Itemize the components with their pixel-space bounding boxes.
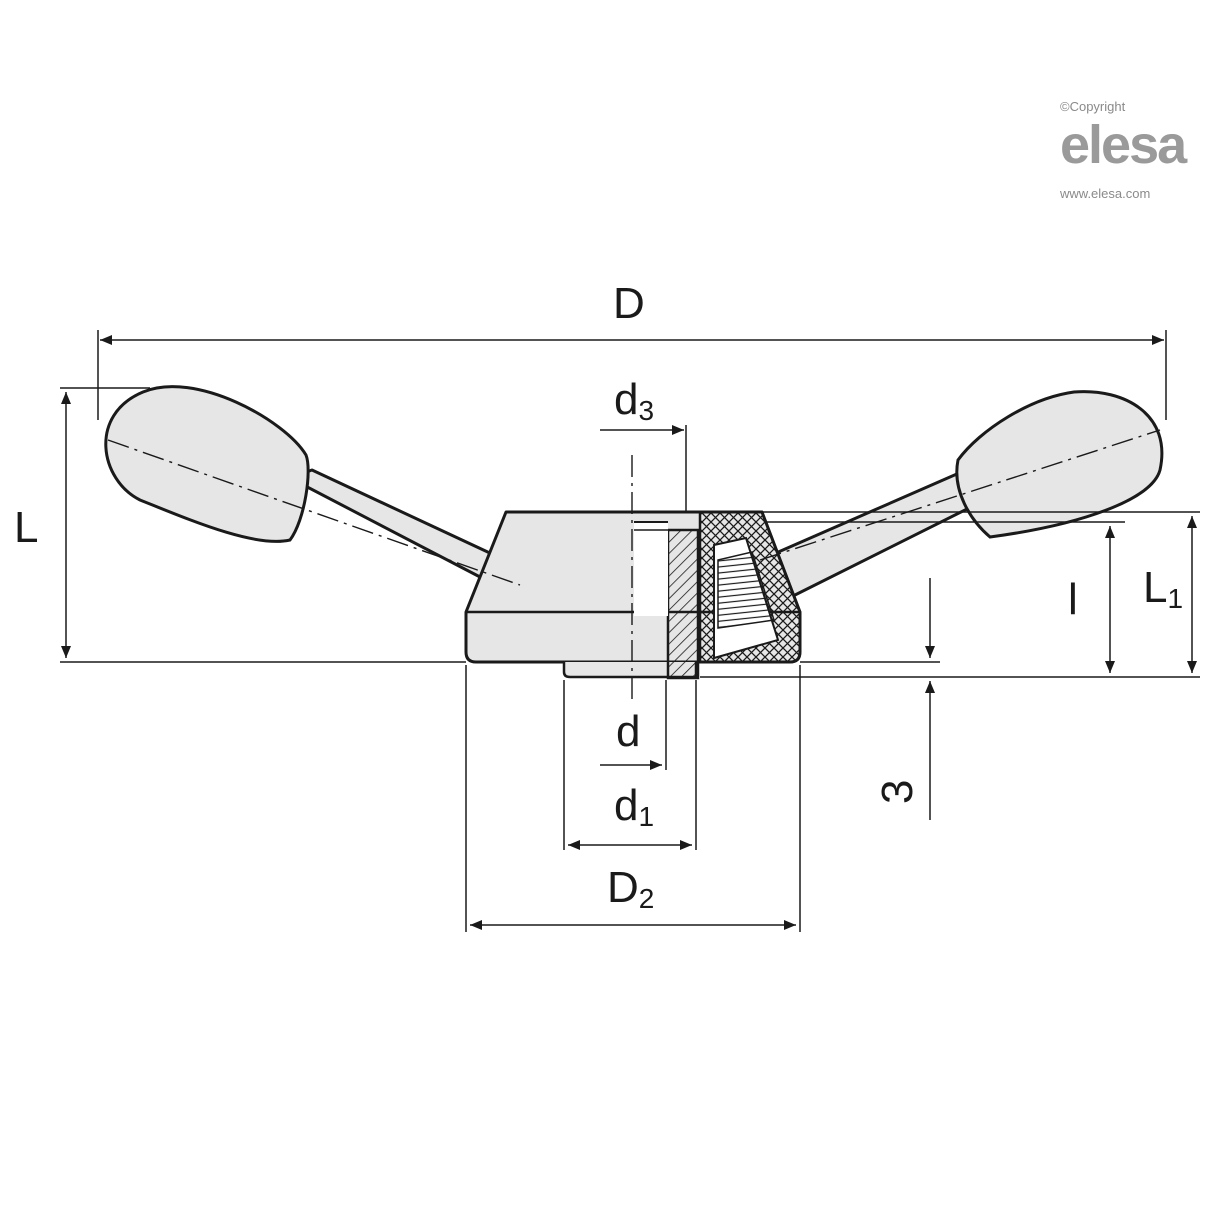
- label-l: l: [1068, 575, 1078, 624]
- copyright-text: ©Copyright: [1060, 99, 1126, 114]
- left-wing-arm: [104, 385, 524, 592]
- label-L1: L1: [1143, 563, 1183, 614]
- dimension-labels: D d3 L l L1 d d1 3 D2: [14, 279, 1183, 914]
- logo-brand-text: elesa: [1060, 115, 1188, 175]
- label-L: L: [14, 503, 38, 552]
- section-view: [634, 510, 802, 680]
- logo-url-text: www.elesa.com: [1059, 186, 1150, 201]
- label-d1: d1: [614, 781, 654, 832]
- label-3: 3: [873, 780, 922, 804]
- right-wing-arm: [758, 390, 1164, 602]
- label-D: D: [613, 279, 645, 328]
- label-D2: D2: [607, 863, 654, 914]
- label-d: d: [616, 707, 640, 756]
- center-lines: [107, 429, 1161, 700]
- dimension-lines: [60, 330, 1200, 932]
- label-d3: d3: [614, 375, 654, 426]
- elesa-logo: ©Copyright elesa www.elesa.com: [1059, 99, 1190, 201]
